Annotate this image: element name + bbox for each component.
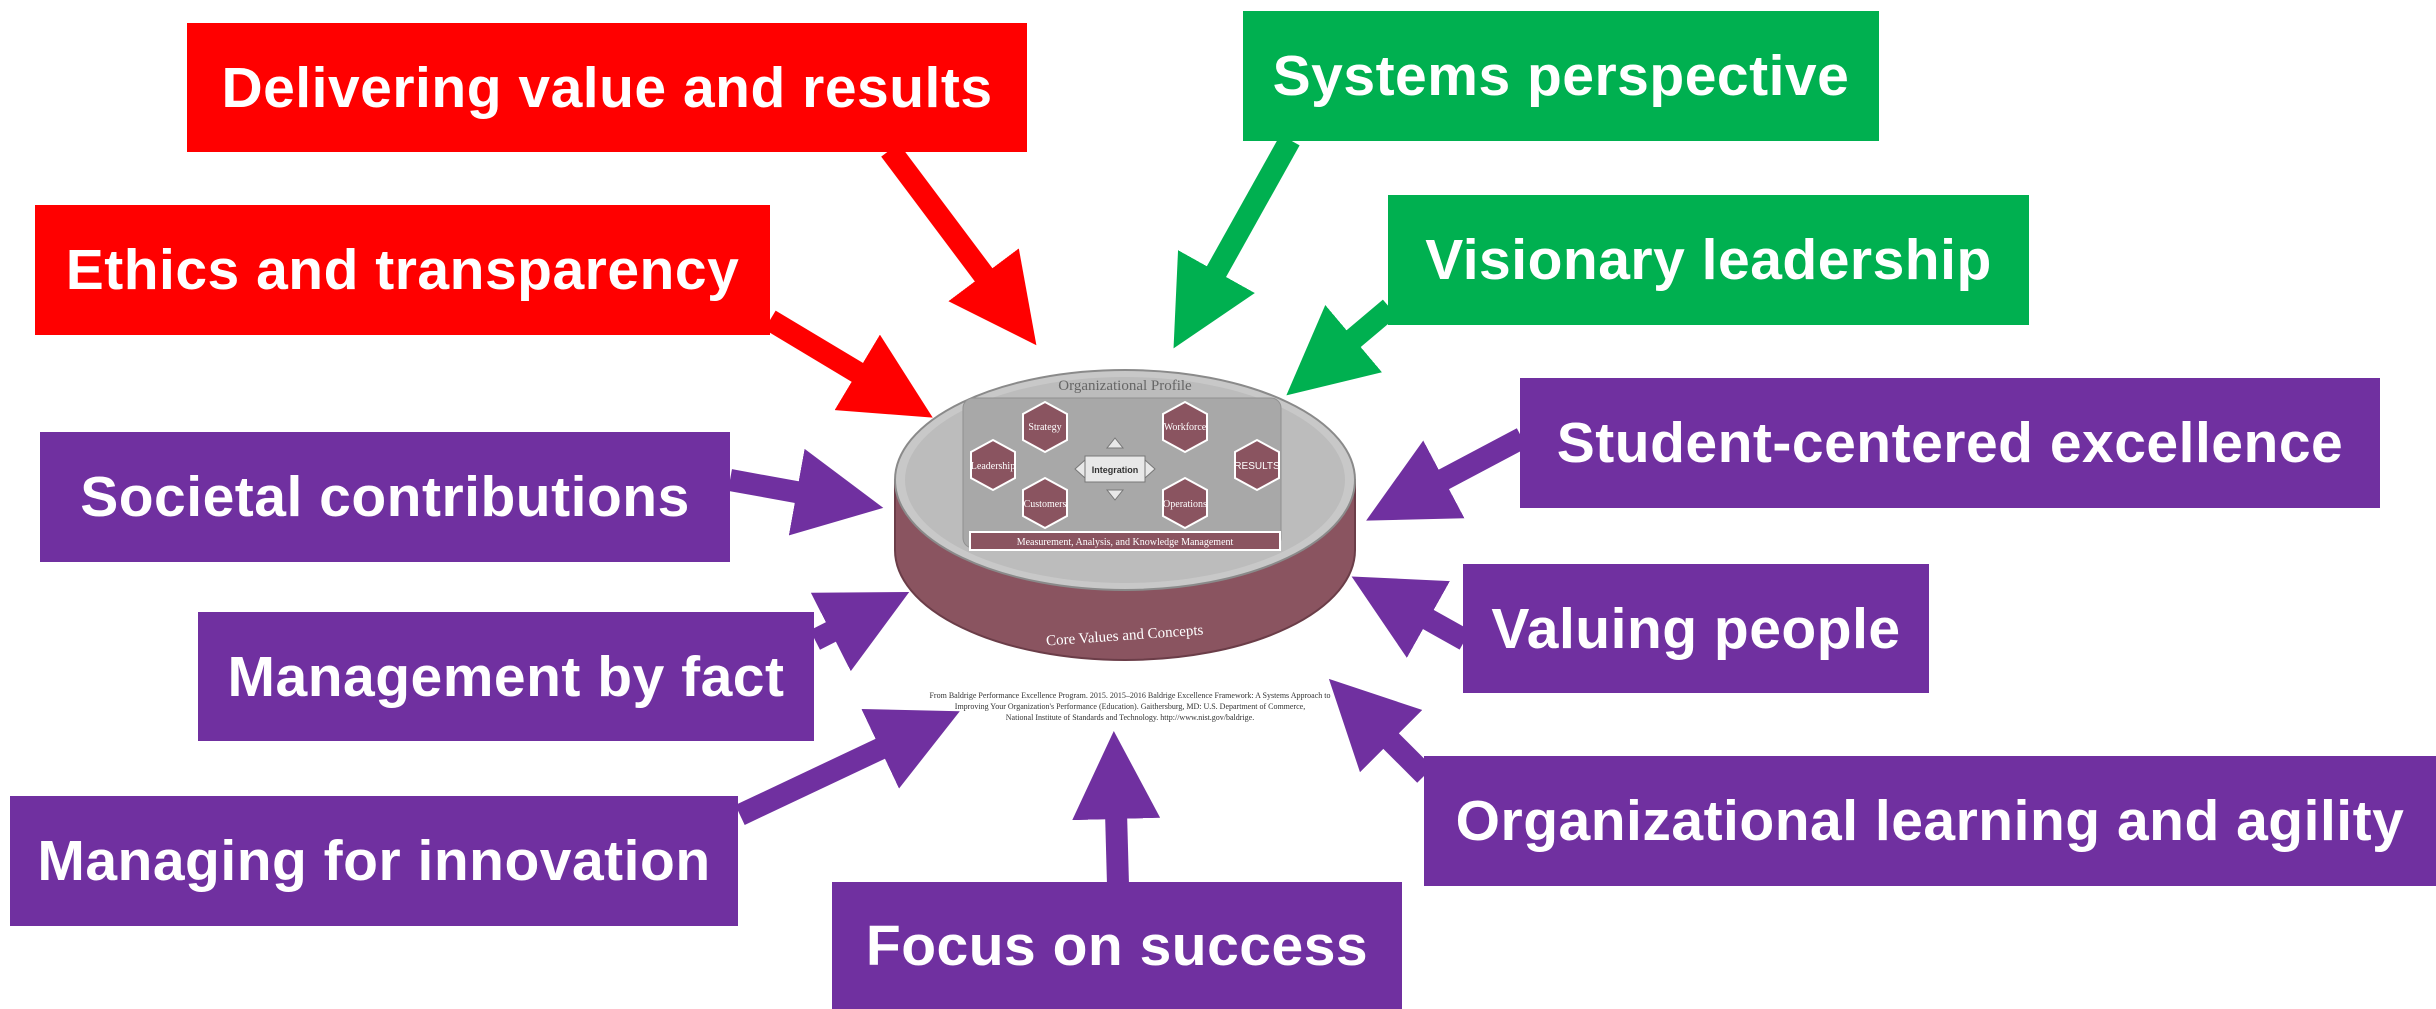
label-student-centered: Student-centered excellence — [1520, 378, 2380, 508]
organizational-profile-label: Organizational Profile — [1058, 378, 1192, 394]
label-visionary-leadership: Visionary leadership — [1388, 195, 2029, 325]
svg-text:Leadership: Leadership — [971, 461, 1015, 472]
arrow-ethics — [764, 310, 933, 418]
baldrige-framework-graphic: Organizational Profile Strategy Workforc… — [894, 369, 1356, 661]
label-ethics: Ethics and transparency — [35, 205, 770, 335]
label-org-learning: Organizational learning and agility — [1424, 756, 2436, 886]
arrow-systems — [1173, 134, 1300, 349]
svg-text:Workforce: Workforce — [1164, 422, 1207, 433]
arrow-managing-innovation — [735, 709, 960, 825]
svg-text:RESULTS: RESULTS — [1234, 461, 1280, 472]
hexagon-results: RESULTS — [1234, 438, 1280, 492]
label-valuing-people: Valuing people — [1463, 564, 1929, 693]
arrow-org-learning — [1328, 678, 1433, 783]
hexagon-operations: Operations — [1162, 476, 1208, 530]
integration-center: Integration — [1074, 437, 1156, 501]
arrow-management-fact — [810, 592, 910, 672]
arrow-societal — [728, 448, 884, 536]
label-management-by-fact: Management by fact — [198, 612, 814, 741]
hexagon-strategy: Strategy — [1022, 400, 1068, 454]
arrow-focus-success — [1072, 731, 1161, 886]
arrow-valuing-people — [1351, 576, 1471, 658]
label-managing-innovation: Managing for innovation — [10, 796, 738, 926]
arrow-student — [1366, 428, 1528, 521]
arrow-delivering-value — [881, 143, 1037, 346]
svg-text:Customers: Customers — [1024, 499, 1067, 510]
svg-text:Strategy: Strategy — [1028, 422, 1061, 433]
hexagon-customers: Customers — [1022, 476, 1068, 530]
label-focus-on-success: Focus on success — [832, 882, 1402, 1009]
svg-text:Operations: Operations — [1163, 499, 1207, 510]
hexagon-workforce: Workforce — [1162, 400, 1208, 454]
arrow-visionary — [1286, 299, 1398, 396]
hexagon-leadership: Leadership — [970, 438, 1016, 492]
label-systems-perspective: Systems perspective — [1243, 11, 1879, 141]
label-societal-contributions: Societal contributions — [40, 432, 730, 562]
measurement-label: Measurement, Analysis, and Knowledge Man… — [1017, 537, 1234, 548]
svg-text:Integration: Integration — [1092, 465, 1139, 475]
citation-text: From Baldrige Performance Excellence Pro… — [929, 691, 1331, 722]
label-delivering-value: Delivering value and results — [187, 23, 1027, 152]
